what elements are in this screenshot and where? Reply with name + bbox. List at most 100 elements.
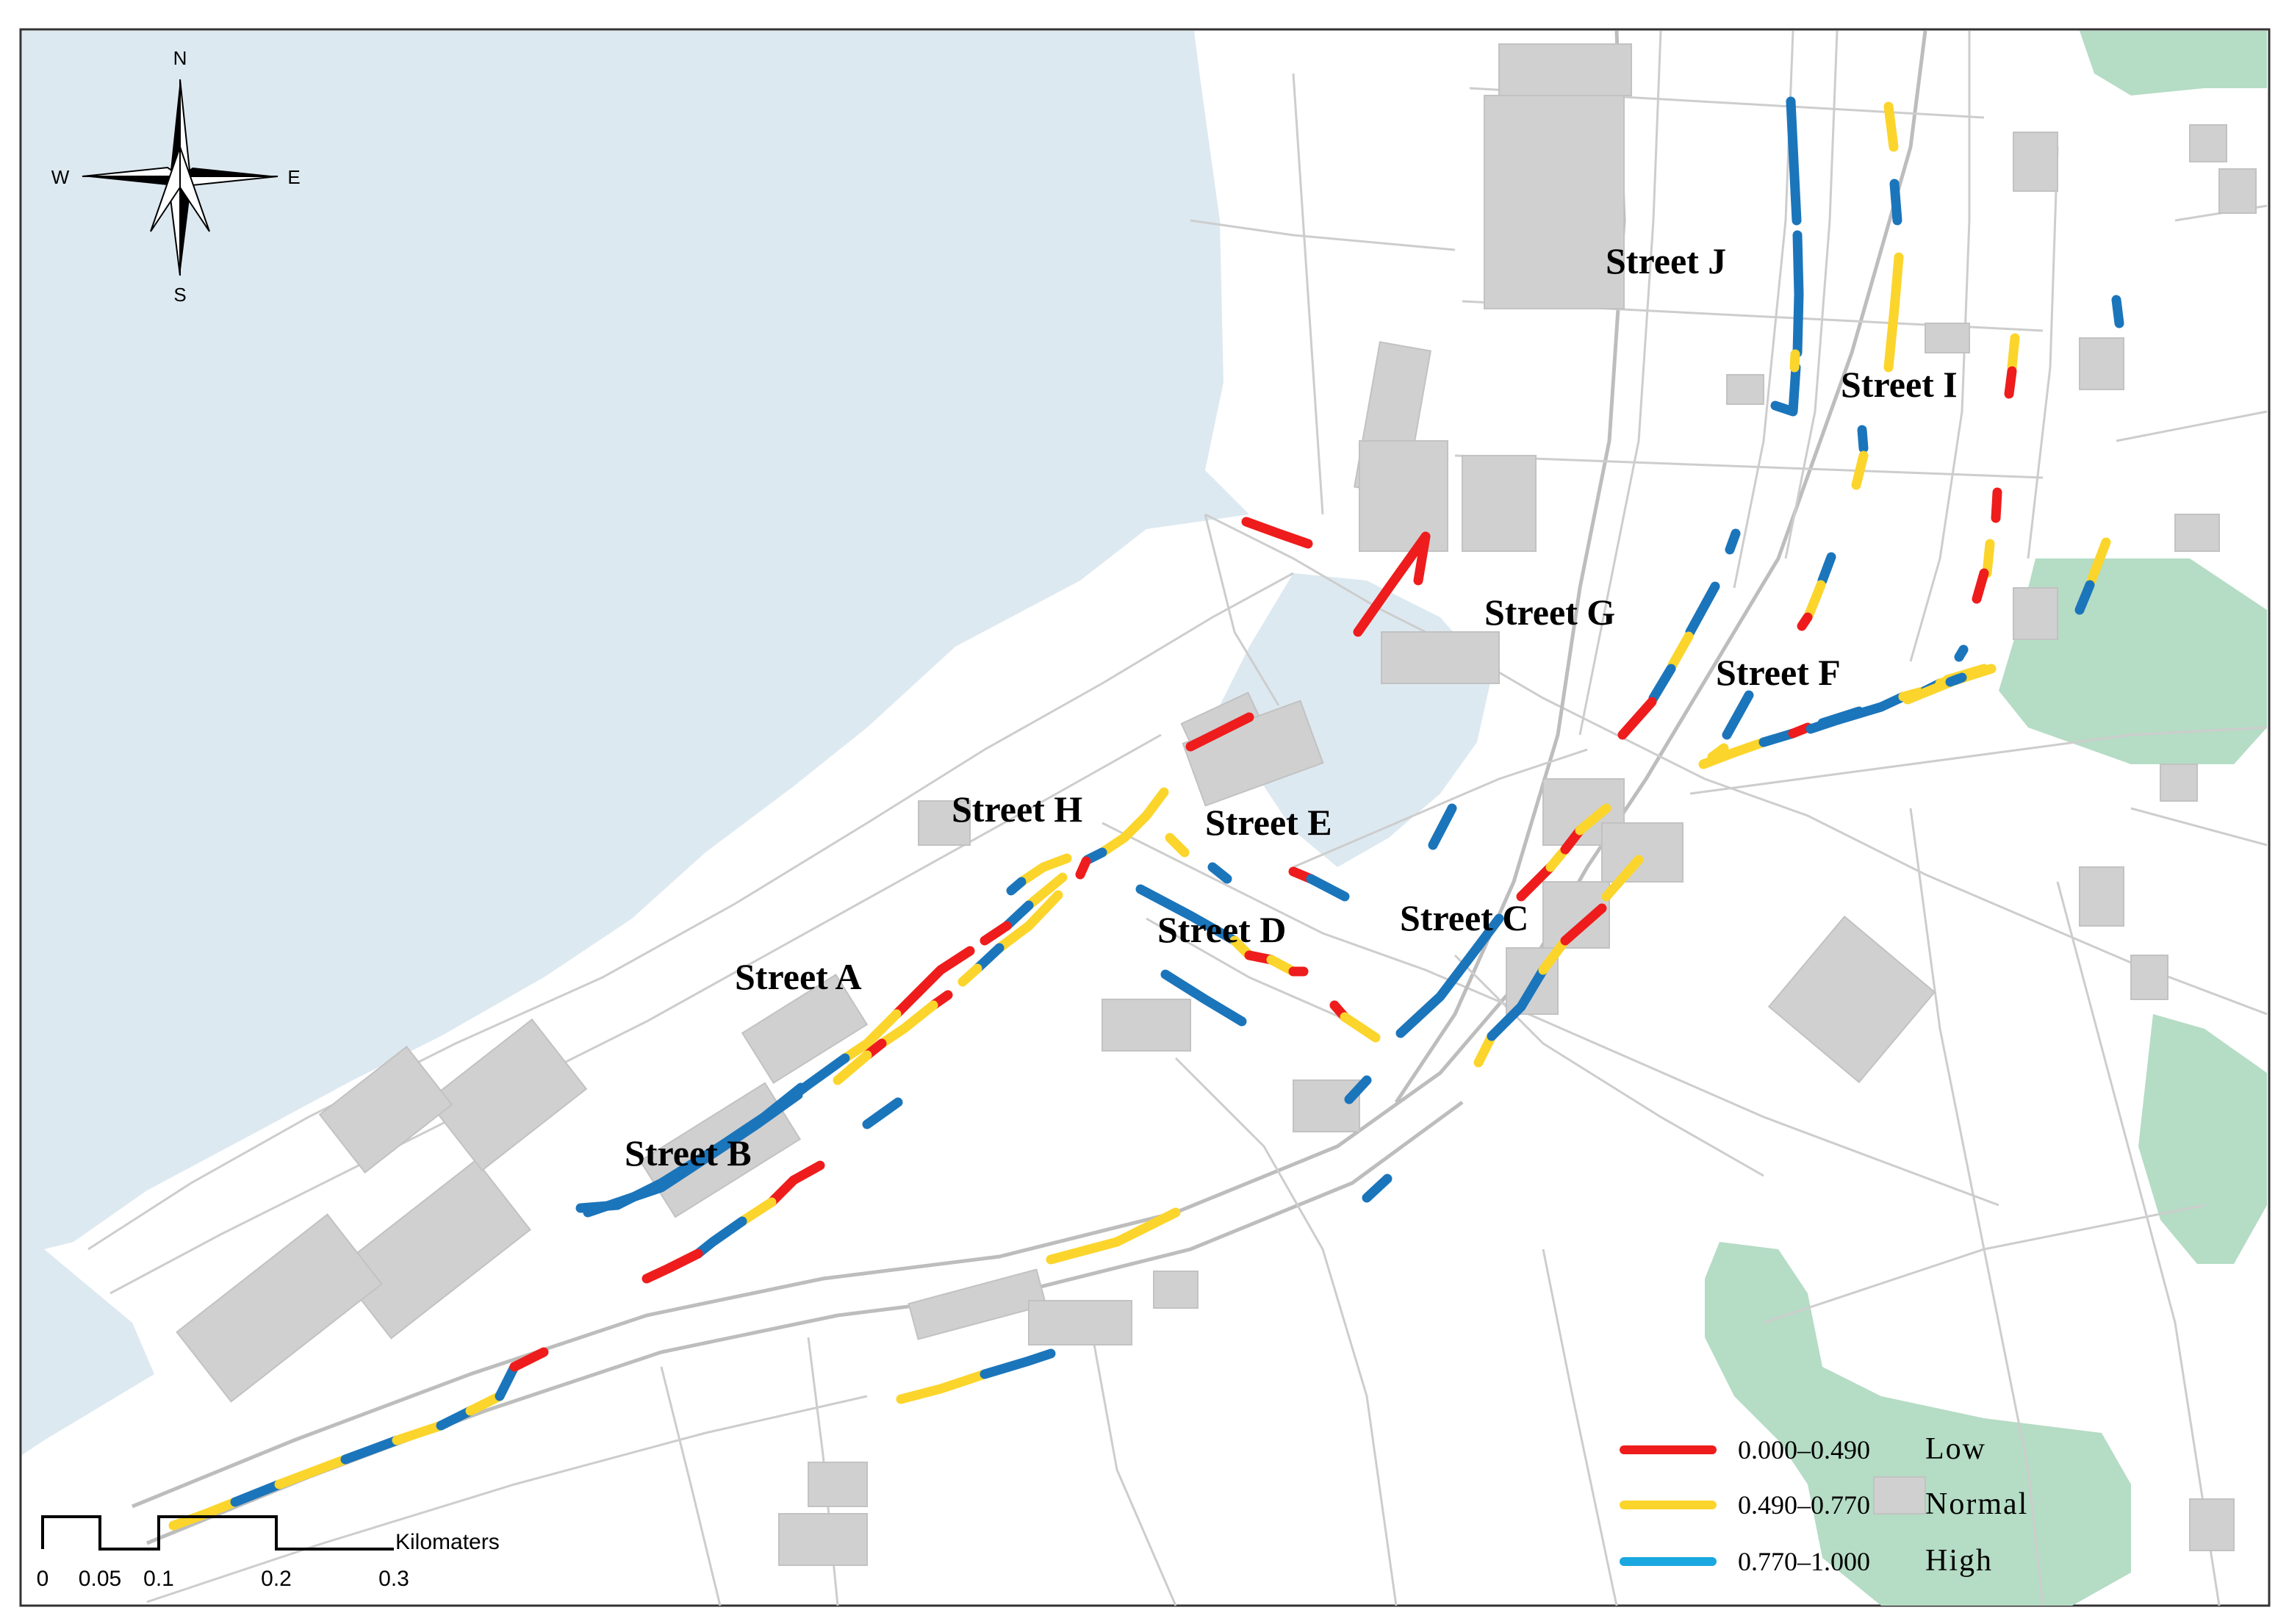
segment-high (1002, 900, 1034, 931)
segment-high (972, 943, 1005, 974)
compass-south-label: S (173, 284, 186, 306)
segment-normal (1538, 935, 1570, 975)
segment-normal (1982, 539, 1995, 578)
segment-normal (274, 1454, 351, 1490)
segment-low (1241, 517, 1313, 549)
segment-normal (1851, 450, 1869, 490)
segment-high (2074, 580, 2095, 615)
segment-low (980, 921, 1012, 946)
segment-low (1413, 531, 1431, 586)
segment-low (1560, 903, 1607, 946)
street-label-h: Street H (952, 788, 1082, 830)
park-south (1705, 1242, 2131, 1606)
segment-normal (1097, 787, 1169, 858)
segment-high (1685, 581, 1720, 637)
segment-high (230, 1479, 284, 1507)
legend-range-normal: 0.490–0.770 (1738, 1490, 1870, 1520)
segment-high (1135, 884, 1240, 946)
segment-low (642, 1248, 703, 1284)
segment-normal (1883, 101, 1899, 152)
scale-tick-label: 0.1 (143, 1567, 174, 1591)
compass-east-label: E (287, 166, 300, 188)
segment-high (1487, 965, 1548, 1041)
street-label-c: Street C (1400, 897, 1528, 938)
segment-normal (1601, 855, 1644, 902)
segment-normal (1575, 803, 1611, 836)
street-index-segments (168, 96, 2124, 1531)
segment-high (1945, 674, 1963, 687)
segment-high (1362, 1174, 1393, 1203)
segment-high (1817, 552, 1836, 586)
segment-high (1395, 913, 1504, 1038)
segment-high (1725, 528, 1741, 555)
segment-normal (465, 1391, 505, 1416)
segment-high (1006, 877, 1027, 896)
segment-normal (2007, 333, 2020, 373)
segment-high (1722, 690, 1754, 740)
segment-low (1788, 722, 1813, 739)
segment-high (1648, 664, 1676, 703)
segment-high (1805, 691, 1908, 734)
segment-normal (896, 1369, 990, 1404)
segment-high (1792, 230, 1804, 358)
buildings (176, 43, 2257, 1566)
segment-normal (957, 963, 982, 987)
segment-low (891, 987, 924, 1019)
compass-west-label: W (51, 166, 70, 188)
legend: 0.000–0.490 Low 0.490–0.770 Normal 0.770… (1620, 1432, 2027, 1578)
scale-bar: Kilomaters 0 0.05 0.1 0.2 0.3 (37, 1515, 500, 1591)
street-label-d: Street D (1157, 909, 1286, 950)
segment-low (1075, 856, 1091, 880)
legend-label-high: High (1925, 1544, 1993, 1578)
segment-normal (1473, 1031, 1497, 1068)
park-southeast (2138, 1014, 2267, 1264)
legend-range-high: 0.770–1.000 (1738, 1547, 1870, 1576)
segment-normal (1046, 1207, 1181, 1265)
segment-low (1797, 612, 1813, 631)
segment-normal (877, 1000, 938, 1049)
segment-normal (833, 1050, 872, 1085)
segment-low (766, 1160, 825, 1207)
segment-high (1160, 969, 1247, 1027)
segment-high (862, 1097, 903, 1129)
segment-normal (1667, 631, 1694, 670)
scale-tick-label: 0.2 (261, 1567, 292, 1591)
segment-high (2111, 295, 2124, 328)
bay-water (22, 31, 1249, 1455)
segment-high (1207, 862, 1232, 884)
segment-high (583, 1090, 803, 1218)
segment-low (509, 1347, 549, 1372)
segment-high (1344, 1075, 1372, 1104)
segment-high (495, 1362, 520, 1401)
legend-label-low: Low (1925, 1432, 1986, 1466)
segment-high (340, 1435, 402, 1465)
segment-normal (168, 1497, 240, 1531)
segment-high (693, 1216, 747, 1259)
segment-high (980, 1348, 1056, 1379)
segment-high (1428, 803, 1457, 850)
segment-high (1954, 644, 1969, 662)
segment-normal (1883, 252, 1904, 373)
street-label-g: Street G (1484, 592, 1615, 633)
segment-high (1857, 425, 1869, 453)
segment-normal (1707, 743, 1729, 762)
segment-normal (1340, 1012, 1381, 1043)
segment-high (1889, 179, 1902, 226)
segment-normal (840, 1009, 902, 1063)
street-label-f: Street F (1716, 652, 1841, 693)
segment-low (1185, 712, 1254, 752)
segment-low (913, 946, 975, 997)
street-label-i: Street I (1841, 364, 1958, 405)
segment-high (1770, 362, 1801, 417)
segment-normal (392, 1420, 446, 1445)
segment-low (1516, 862, 1556, 902)
street-label-b: Street B (625, 1132, 752, 1174)
street-label-a: Street A (735, 956, 862, 997)
scale-unit-label: Kilomaters (395, 1530, 500, 1554)
segment-low (1353, 531, 1431, 637)
segment-normal (737, 1197, 777, 1226)
segment-normal (2086, 537, 2111, 586)
park-northeast (2080, 31, 2267, 96)
scale-tick-label: 0.05 (79, 1567, 121, 1591)
